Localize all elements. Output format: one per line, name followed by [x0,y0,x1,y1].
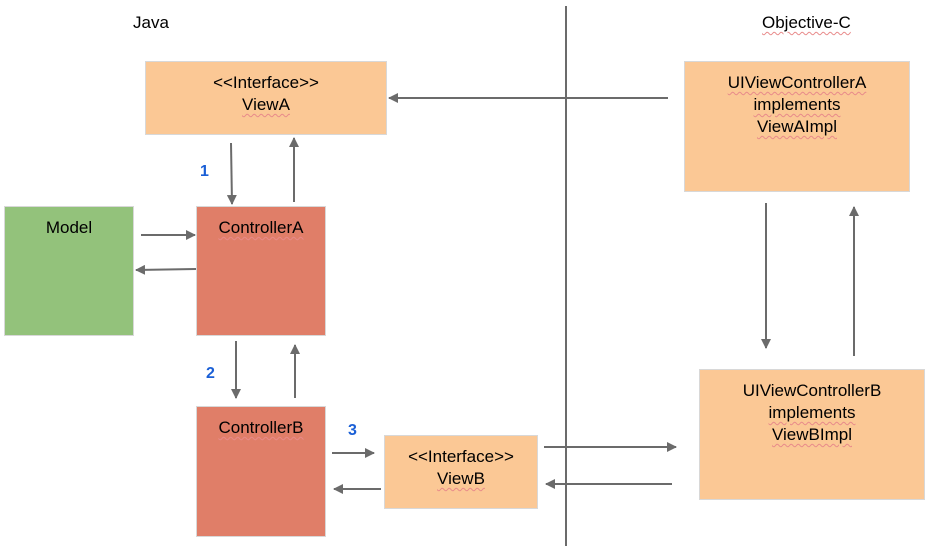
controllerb-name: ControllerB [218,418,304,437]
uiviewcontrollera-box[interactable]: UIViewControllerA implements ViewAImpl [684,61,910,192]
uivca-class-name: UIViewControllerA [727,73,867,92]
uivca-impl-name: ViewAImpl [757,117,837,136]
uivca-implements: implements [753,95,841,114]
step-number-1: 1 [200,163,209,180]
controllera-name: ControllerA [218,218,304,237]
java-section-label: Java [133,13,169,32]
step-number-2: 2 [206,365,215,382]
uivcb-implements: implements [768,403,856,422]
viewa-stereotype: <<Interface>> [213,73,319,92]
model-name: Model [45,218,93,237]
uivcb-class-name: UIViewControllerB [742,381,882,400]
viewb-name: ViewB [437,469,485,488]
controllera-box[interactable]: ControllerA [196,206,326,336]
uiviewcontrollerb-box[interactable]: UIViewControllerB implements ViewBImpl [699,369,925,500]
arrow-viewa-to-controllera [226,142,237,205]
viewa-name: ViewA [242,95,290,114]
model-box[interactable]: Model [4,206,134,336]
uivcb-impl-name: ViewBImpl [772,425,852,444]
interface-viewb-box[interactable]: <<Interface>> ViewB [384,435,538,509]
viewb-stereotype: <<Interface>> [408,447,514,466]
interface-viewa-box[interactable]: <<Interface>> ViewA [145,61,387,135]
controllerb-box[interactable]: ControllerB [196,406,326,537]
objective-c-section-label: Objective-C [762,13,851,32]
arrow-controllera-to-model [135,264,197,275]
step-number-3: 3 [348,422,357,439]
